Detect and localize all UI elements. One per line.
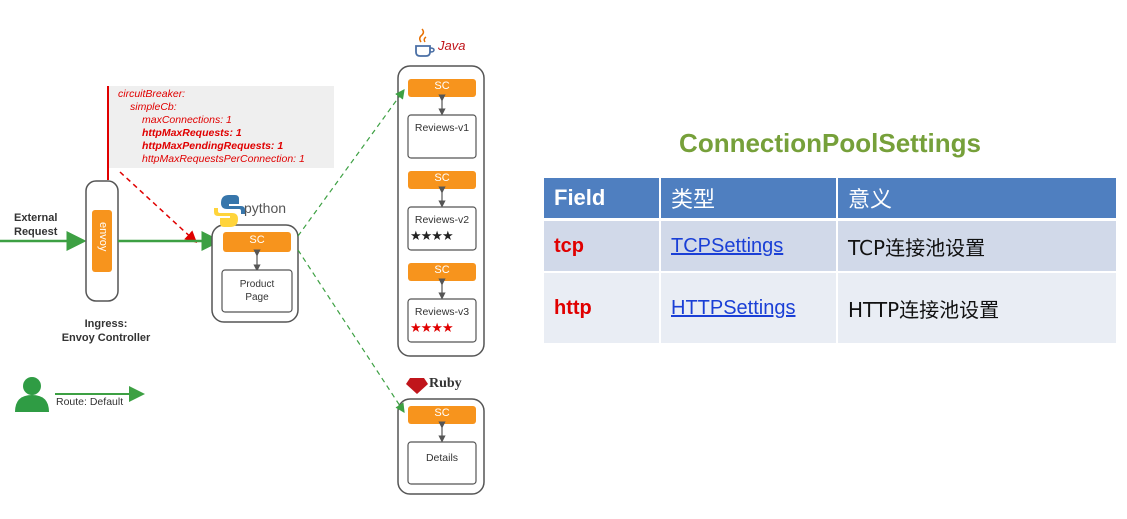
details-sc-label: SC [434, 407, 450, 419]
reviews-v1-sc [408, 79, 476, 97]
reviews-v2-sc [408, 171, 476, 189]
ingress-label: Ingress: Envoy Controller [56, 317, 156, 345]
row-field: http [544, 273, 661, 345]
config-line-2: simpleCb: [130, 101, 177, 113]
reviews-v3-sc [408, 263, 476, 281]
reviews-v1-app [407, 114, 477, 159]
settings-table: Field 类型 意义 tcp TCPSettings TCP连接池设置 htt… [544, 178, 1116, 345]
user-icon [15, 377, 49, 412]
productpage-sc-label: SC [249, 234, 265, 246]
table-header-row: Field 类型 意义 [544, 178, 1116, 221]
reviews-v2-app [407, 206, 477, 251]
details-sc [408, 406, 476, 424]
ingress-label-line-2: Envoy Controller [61, 332, 151, 344]
productpage-sc [223, 232, 291, 252]
details-app [407, 441, 477, 485]
productpage-label-line-1: Product [239, 279, 275, 290]
java-logo-icon [415, 28, 435, 57]
reviews-v1-label: Reviews-v1 [414, 122, 470, 134]
table-row: http HTTPSettings HTTP连接池设置 [544, 273, 1116, 345]
reviews-v2-label: Reviews-v2 [414, 214, 470, 226]
productpage-to-reviews-arrow [297, 89, 405, 237]
header-meaning: 意义 [838, 178, 1116, 221]
row-desc: TCP连接池设置 [838, 221, 1116, 273]
external-request-label: External Request [14, 211, 57, 239]
details-label: Details [425, 452, 459, 464]
config-line-3: maxConnections: 1 [142, 114, 232, 126]
route-label: Route: Default [56, 396, 124, 408]
productpage-app [221, 269, 293, 313]
ruby-label: Ruby [429, 376, 462, 391]
reviews-v3-sc-label: SC [434, 264, 450, 276]
page-title: ConnectionPoolSettings [679, 128, 981, 158]
header-field: Field [544, 178, 661, 221]
python-logo-icon [214, 195, 245, 227]
java-label: Java [438, 38, 466, 53]
productpage-label: Product Page [222, 278, 292, 304]
reviews-v3-stars: ★★★★ [410, 320, 454, 335]
python-label: python [244, 200, 287, 216]
reviews-v3-label: Reviews-v3 [414, 306, 470, 318]
row-field: tcp [544, 221, 661, 273]
row-type-cell: TCPSettings [661, 221, 838, 273]
table-row: tcp TCPSettings TCP连接池设置 [544, 221, 1116, 273]
ruby-logo-icon [406, 378, 428, 394]
config-line-6: httpMaxRequestsPerConnection: 1 [142, 153, 305, 165]
productpage-to-details-arrow [297, 249, 405, 414]
header-type: 类型 [661, 178, 838, 221]
row-type-cell: HTTPSettings [661, 273, 838, 345]
config-line-4: httpMaxRequests: 1 [142, 127, 242, 139]
config-arrow [119, 171, 198, 244]
ingress-label-line-1: Ingress: [84, 318, 128, 330]
config-line-1: circuitBreaker: [118, 88, 186, 100]
reviews-v2-sc-label: SC [434, 172, 450, 184]
config-line-5: httpMaxPendingRequests: 1 [142, 140, 284, 152]
reviews-v3-app [407, 298, 477, 343]
tcp-settings-link[interactable]: TCPSettings [671, 234, 784, 257]
reviews-v2-stars: ★★★★ [410, 228, 454, 243]
reviews-v1-sc-label: SC [434, 80, 450, 92]
envoy-proxy [92, 210, 112, 272]
envoy-label: envoy [97, 222, 109, 252]
external-request-line-2: Request [14, 226, 58, 238]
config-box [108, 86, 334, 168]
external-request-line-1: External [14, 212, 58, 224]
productpage-label-line-2: Page [245, 292, 269, 303]
row-desc: HTTP连接池设置 [838, 273, 1116, 345]
http-settings-link[interactable]: HTTPSettings [671, 296, 796, 319]
